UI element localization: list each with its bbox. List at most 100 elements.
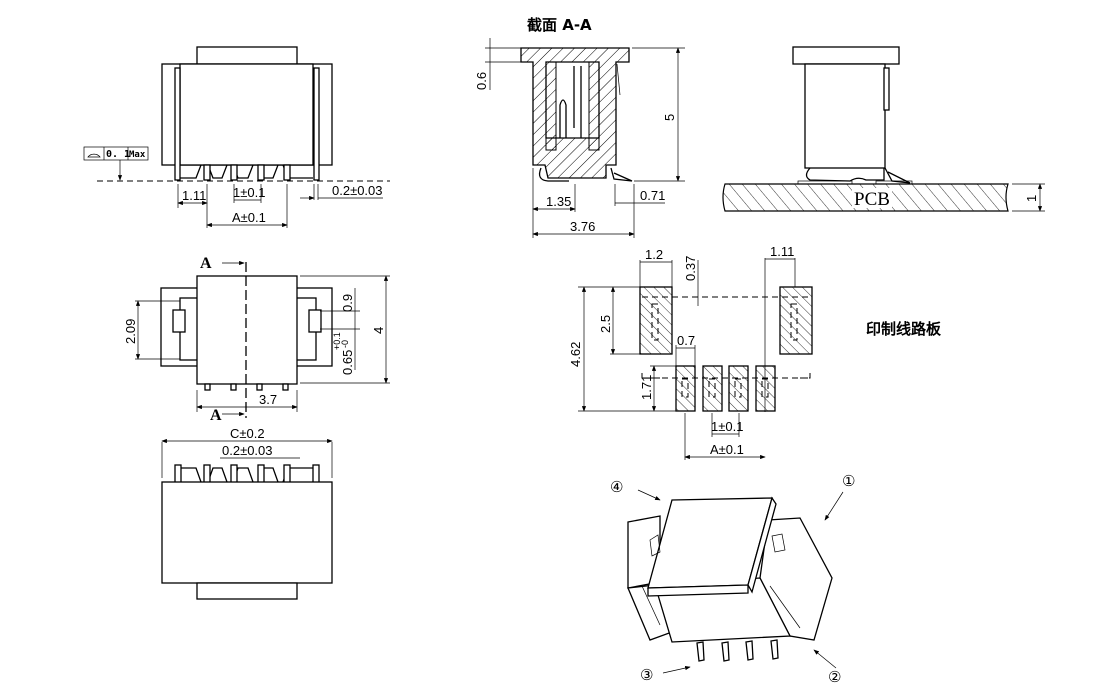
section-view: 截面 A-A 0.6 5 1.35 0.71 3.76 (474, 16, 685, 238)
pad-signal-3 (728, 365, 749, 412)
top-view: A A 2.09 0.9 0.65 +0.1 -0 4 3.7 (123, 255, 390, 424)
bottom-pin-2 (230, 464, 238, 484)
bottom-post-right (312, 464, 320, 484)
iso-pin-3 (745, 640, 754, 661)
dim-1-11: 1.11 (182, 188, 206, 203)
front-contact-profile (180, 164, 313, 179)
top-left-tab (172, 309, 186, 333)
bottom-view: C±0.2 0.2±0.03 (161, 426, 333, 600)
top-pin-4 (282, 383, 289, 391)
section-walls (545, 61, 600, 151)
dim-0-65: 0.65 (340, 350, 355, 375)
iso-cap-side (747, 496, 777, 594)
pad-mount-right (779, 286, 813, 355)
callout-1: ① (842, 472, 855, 490)
dim-3-7: 3.7 (259, 392, 277, 407)
dim-0-71: 0.71 (640, 188, 665, 203)
pad-signal-4 (755, 365, 776, 412)
section-marker-top: A (200, 255, 212, 272)
front-pin-1 (203, 164, 211, 181)
tolerance-value: 0. 1 (106, 149, 130, 160)
callout-4: ④ (610, 478, 623, 496)
callout-3: ③ (640, 666, 653, 684)
bottom-cap (196, 582, 298, 600)
dim-1-71: 1.71 (639, 375, 654, 400)
dim-tol-minus: -0 (340, 340, 350, 348)
front-body-inner (179, 63, 314, 166)
iso-latch-right (771, 533, 786, 553)
dim-pin-width-bottom: 0.2±0.03 (222, 443, 273, 458)
side-body (804, 63, 886, 169)
dim-pitch: 1±0.1 (233, 185, 265, 200)
front-view: 0. 1 Max 1.11 1±0.1 A±0.1 0.2±0.03 (83, 46, 390, 228)
pad-slot-2 (708, 378, 716, 398)
dim-tol-plus: +0.1 (332, 332, 342, 350)
bottom-post-left (174, 464, 182, 484)
dim-4-62: 4.62 (568, 342, 583, 367)
isometric-view: ④ ① ② ③ (610, 472, 855, 686)
iso-cap-edge (647, 584, 749, 597)
dim-pin-width: 0.2±0.03 (332, 183, 383, 198)
front-pin-2 (230, 164, 238, 181)
front-right-post (313, 67, 320, 181)
dim-a-pcb: A±0.1 (710, 442, 744, 457)
pcb-layout: 1.2 0.37 1.11 2.5 4.62 0.7 1.71 1±0.1 A±… (568, 244, 942, 460)
pcb-label-bg (852, 188, 892, 208)
pad-slot-3 (734, 378, 742, 398)
front-pin-4 (283, 164, 291, 181)
callout-2: ② (828, 668, 841, 686)
dim-4: 4 (371, 327, 386, 334)
bottom-contact-profile (180, 467, 313, 483)
pad-signal-2 (702, 365, 723, 412)
top-body (196, 275, 298, 385)
dim-0-6: 0.6 (474, 72, 489, 90)
front-pin-3 (257, 164, 265, 181)
dim-1-11-pcb: 1.11 (770, 244, 794, 259)
dim-2-5: 2.5 (598, 315, 613, 333)
dim-5: 5 (662, 114, 677, 121)
top-pin-1 (204, 383, 211, 391)
bottom-body (161, 481, 333, 584)
dim-2-09: 2.09 (123, 319, 138, 344)
dim-c: C±0.2 (230, 426, 265, 441)
side-top-cap (792, 46, 900, 65)
dim-pitch-pcb: 1±0.1 (711, 419, 743, 434)
iso-pin-1 (696, 641, 705, 662)
section-marker-bottom: A (210, 407, 222, 424)
side-latch (883, 67, 890, 111)
section-contact-spring (559, 99, 567, 138)
section-right-lead (610, 167, 633, 182)
dim-3-76: 3.76 (570, 219, 595, 234)
section-title: 截面 A-A (527, 16, 592, 34)
pad-mount-left (639, 286, 673, 355)
side-view-on-pcb: PCB 1 (722, 46, 1045, 212)
dim-a: A±0.1 (232, 210, 266, 225)
side-contact-left (805, 167, 885, 182)
dim-0-37: 0.37 (683, 256, 698, 281)
bottom-pin-1 (203, 464, 211, 484)
tolerance-suffix: Max (129, 150, 146, 160)
pad-signal-1 (675, 365, 696, 412)
flatness-tolerance-frame: 0. 1 Max (83, 146, 149, 181)
dim-1-35: 1.35 (546, 194, 571, 209)
top-pin-3 (256, 383, 263, 391)
dim-0-7: 0.7 (677, 333, 695, 348)
pcb-layout-title: 印制线路板 (866, 320, 942, 338)
dim-1-2: 1.2 (645, 247, 663, 262)
top-pin-2 (230, 383, 237, 391)
section-left-lead (538, 167, 569, 182)
side-contact-right (884, 167, 911, 184)
pad-mount-right-slot (790, 303, 798, 341)
pcb-label: PCB (854, 189, 890, 210)
pad-mount-left-slot (651, 303, 659, 341)
iso-latch-left (649, 534, 661, 557)
iso-pin-2 (721, 641, 730, 662)
front-left-post (174, 67, 181, 181)
iso-pin-4 (770, 639, 779, 660)
pad-slot-1 (681, 378, 689, 398)
dim-pcb-thickness: 1 (1024, 195, 1039, 202)
top-right-tab (308, 309, 322, 333)
dim-0-9: 0.9 (340, 294, 355, 312)
bottom-pin-3 (257, 464, 265, 484)
